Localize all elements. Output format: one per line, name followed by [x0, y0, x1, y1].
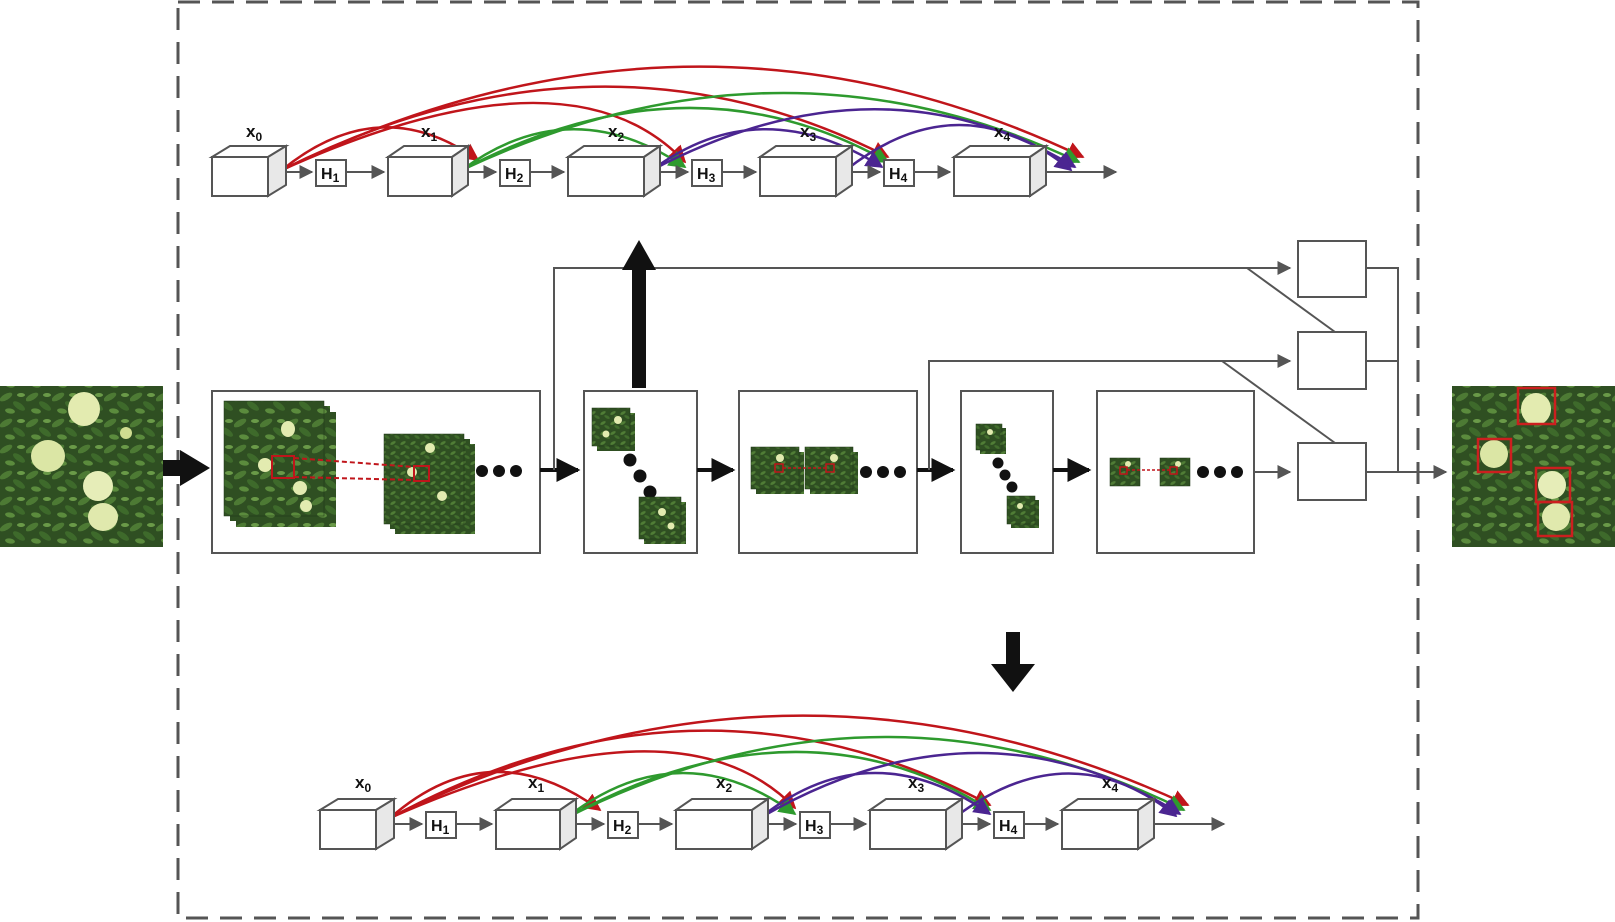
layer-label-x4: x4 — [994, 122, 1010, 144]
layer-cube-x0 — [208, 144, 290, 198]
dense-connections-top — [281, 65, 1085, 172]
ellipsis-dots-icon — [476, 465, 522, 477]
bbox-4 — [1536, 500, 1574, 538]
output-image — [1452, 386, 1615, 547]
feature-block-5 — [1096, 390, 1255, 554]
transition-label-h1: H1 — [321, 166, 340, 185]
layer-label-x2: x2 — [608, 122, 624, 144]
head-box-2 — [1297, 331, 1367, 390]
layer-label-x3-bottom: x3 — [908, 773, 924, 795]
transition-box-h1 — [315, 159, 347, 187]
feature-block-4 — [960, 390, 1054, 554]
layer-cube-x0-bottom — [316, 797, 398, 851]
head-box-1 — [1297, 240, 1367, 298]
transition-label-h3-bottom: H3 — [805, 818, 824, 837]
layer-label-x0: x0 — [246, 122, 262, 144]
layer-cube-x1-bottom — [492, 797, 580, 851]
input-image — [0, 386, 163, 547]
transition-label-h2: H2 — [505, 166, 524, 185]
detection-heads — [553, 240, 1448, 501]
layer-cube-x3 — [756, 144, 856, 198]
feature-block-3 — [738, 390, 918, 554]
layer-label-x2-bottom: x2 — [716, 773, 732, 795]
arrow-down-to-dense-block — [991, 632, 1035, 692]
bbox-1 — [1516, 386, 1557, 426]
layer-cube-x4 — [950, 144, 1050, 198]
transition-box-h2-bottom — [607, 811, 639, 839]
layer-label-x3: x3 — [800, 122, 816, 144]
layer-cube-x2 — [564, 144, 664, 198]
layer-label-x1: x1 — [421, 122, 437, 144]
transition-box-h1-bottom — [425, 811, 457, 839]
arrow-up-to-dense-block — [622, 240, 656, 388]
head-box-3 — [1297, 442, 1367, 501]
transition-label-h4-bottom: H4 — [999, 818, 1018, 837]
transition-box-h2 — [499, 159, 531, 187]
transition-label-h2-bottom: H2 — [613, 818, 632, 837]
dense-block-bottom: x0 x1 x2 x3 x4 H1 H2 H3 H4 — [316, 714, 1226, 851]
input-arrow — [163, 460, 181, 476]
layer-label-x0-bottom: x0 — [355, 773, 371, 795]
layer-label-x4-bottom: x4 — [1102, 773, 1118, 795]
transition-box-h4 — [883, 159, 915, 187]
feature-block-1 — [211, 390, 541, 554]
layer-cube-x4-bottom — [1058, 797, 1158, 851]
layer-cube-x3-bottom — [866, 797, 966, 851]
transition-label-h1-bottom: H1 — [431, 818, 450, 837]
transition-box-h4-bottom — [993, 811, 1025, 839]
dense-block-top: x0 x1 x2 x3 x4 H1 H2 H3 H4 — [208, 65, 1118, 198]
layer-cube-x2-bottom — [672, 797, 772, 851]
transition-label-h3: H3 — [697, 166, 716, 185]
transition-box-h3-bottom — [799, 811, 831, 839]
layer-label-x1-bottom: x1 — [528, 773, 544, 795]
transition-label-h4: H4 — [889, 166, 908, 185]
feature-block-2 — [583, 390, 698, 554]
transition-box-h3 — [691, 159, 723, 187]
dense-connections-bottom — [389, 714, 1190, 820]
bbox-2 — [1476, 437, 1513, 474]
layer-cube-x1 — [384, 144, 472, 198]
